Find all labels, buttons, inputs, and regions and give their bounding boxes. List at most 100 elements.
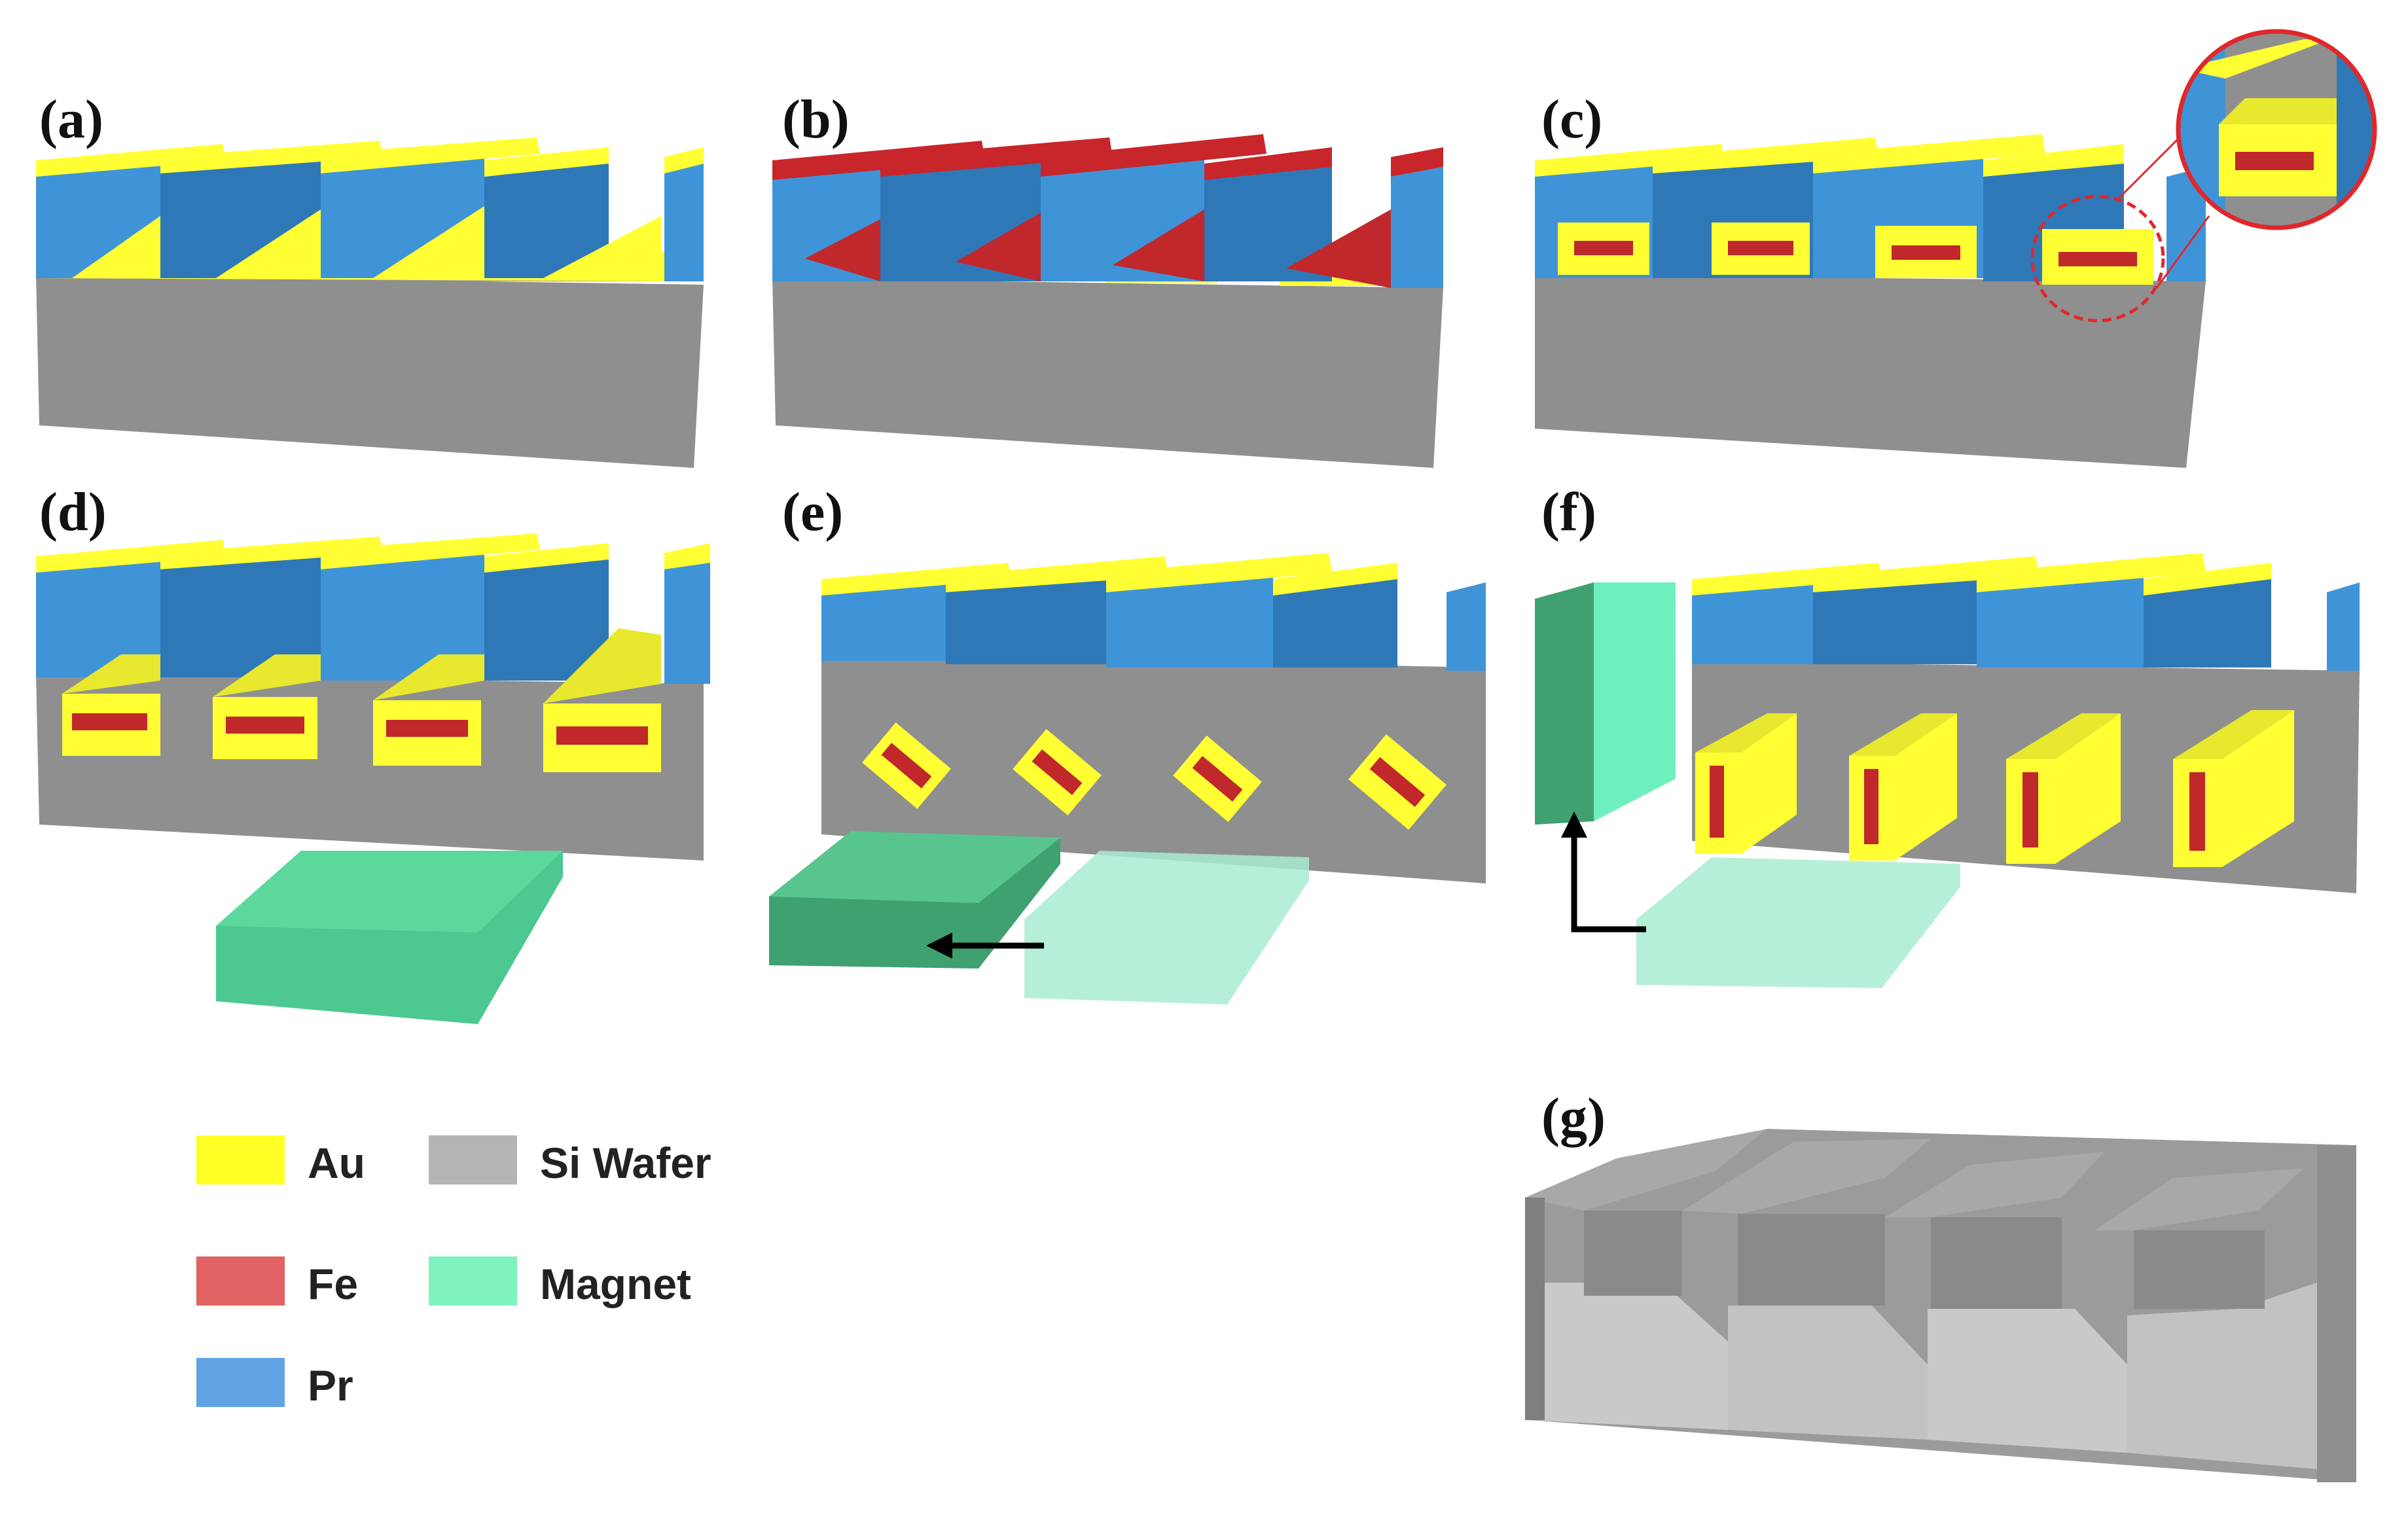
pr-pillar bbox=[1273, 576, 1397, 668]
fe-top-cap bbox=[880, 137, 1113, 177]
au-top-cap bbox=[321, 533, 540, 569]
arrow-head bbox=[1561, 811, 1587, 838]
si-wall-right bbox=[2317, 1145, 2356, 1482]
si-ridge-front bbox=[1584, 1211, 1682, 1296]
si-wafer-front bbox=[821, 654, 1486, 883]
arrow-head bbox=[926, 933, 952, 959]
au-top-cap bbox=[1983, 144, 2124, 177]
si-ridge-front bbox=[2134, 1230, 2265, 1309]
legend-label-si-wafer: Si Wafer bbox=[540, 1139, 711, 1187]
si-wafer-front bbox=[36, 275, 704, 468]
pr-pillar bbox=[1204, 160, 1332, 281]
pr-pillar bbox=[1106, 566, 1273, 668]
pr-pillar bbox=[664, 164, 704, 281]
au-fe-block bbox=[1712, 222, 1810, 275]
pr-pillar bbox=[484, 160, 609, 278]
au-top-cap bbox=[664, 543, 710, 569]
panel-b: (b) bbox=[772, 89, 1443, 468]
legend-swatch-si-wafer bbox=[429, 1135, 517, 1184]
fe-top-cap bbox=[1204, 147, 1332, 180]
panel-label-c: (c) bbox=[1541, 89, 1602, 150]
si-channel bbox=[1928, 1309, 2127, 1453]
au-top-cap bbox=[1692, 563, 1882, 596]
panel-label-g: (g) bbox=[1541, 1087, 1606, 1148]
au-top-cap bbox=[36, 144, 226, 177]
au-fe-block-vertical bbox=[2173, 710, 2294, 867]
au-top-cap bbox=[1813, 556, 2039, 592]
si-ridge-front bbox=[1738, 1214, 1885, 1306]
legend-swatch-magnet bbox=[429, 1256, 517, 1306]
au-slant bbox=[373, 206, 484, 278]
fe-top-cap bbox=[1391, 147, 1443, 177]
fe-slant bbox=[1113, 209, 1204, 281]
si-ridge-front bbox=[1931, 1217, 2062, 1309]
au-top-cap bbox=[946, 556, 1168, 592]
au-fe-block-vertical bbox=[2006, 713, 2121, 864]
panel-label-b: (b) bbox=[782, 89, 850, 150]
au-fe-block-tilted bbox=[862, 722, 951, 809]
fe-slant bbox=[805, 219, 880, 281]
au-fe-block bbox=[543, 628, 661, 772]
legend-swatch-pr bbox=[196, 1358, 285, 1407]
si-wall-left bbox=[1525, 1198, 1545, 1420]
au-top-cap bbox=[160, 141, 383, 173]
au-top-cap bbox=[1273, 563, 1397, 596]
si-ridge bbox=[1885, 1152, 2104, 1217]
pr-pillar bbox=[946, 569, 1106, 664]
au-fe-block-vertical bbox=[1695, 713, 1797, 854]
pr-pillar bbox=[2144, 576, 2271, 668]
au-top-cap bbox=[1977, 553, 2206, 592]
panel-label-d: (d) bbox=[39, 482, 107, 543]
legend-swatch-fe bbox=[196, 1256, 285, 1306]
au-top-cap bbox=[321, 137, 540, 173]
si-channel bbox=[2127, 1283, 2317, 1469]
pr-pillar bbox=[1977, 566, 2144, 668]
magnet-ghost bbox=[1024, 851, 1309, 1005]
panel-d: (d) bbox=[36, 482, 710, 1024]
magnet-top bbox=[216, 851, 563, 933]
panel-c: (c) bbox=[1535, 29, 2377, 468]
au-top-cap bbox=[664, 147, 704, 173]
panel-label-e: (e) bbox=[782, 482, 843, 543]
fe-slant bbox=[956, 213, 1041, 281]
legend-label-pr: Pr bbox=[308, 1361, 353, 1410]
au-fe-block bbox=[213, 654, 321, 759]
au-top-cap bbox=[1653, 137, 1878, 173]
magnet-top bbox=[769, 831, 1060, 903]
fe-slant bbox=[1286, 209, 1391, 288]
magnet-vertical-front bbox=[1594, 582, 1676, 821]
au-top-cap bbox=[821, 563, 1011, 596]
au-top-cap bbox=[2144, 563, 2271, 596]
fe-top-cap bbox=[772, 141, 985, 180]
si-channel bbox=[1528, 1283, 1728, 1430]
panel-a: (a) bbox=[36, 89, 704, 468]
au-fe-block-tilted bbox=[1348, 734, 1447, 830]
pr-pillar bbox=[2327, 582, 2360, 671]
au-slant bbox=[543, 216, 661, 281]
legend-label-au: Au bbox=[308, 1139, 365, 1187]
si-wafer-front bbox=[36, 674, 704, 861]
magnet-ghost bbox=[1636, 857, 1960, 988]
panel-f: (f) bbox=[1535, 482, 2360, 988]
highlight-dashed-circle bbox=[2030, 194, 2165, 323]
au-fe-block-tilted bbox=[1173, 736, 1262, 822]
au-top-cap bbox=[160, 537, 383, 569]
au-top-cap bbox=[1535, 144, 1725, 177]
au-fe-block bbox=[2042, 229, 2153, 285]
au-top-cap bbox=[36, 540, 226, 573]
pr-pillar bbox=[821, 576, 946, 661]
si-channel bbox=[1728, 1306, 1928, 1440]
panel-label-a: (a) bbox=[39, 89, 103, 150]
zoom-connector-line bbox=[2155, 215, 2210, 289]
au-fe-block bbox=[62, 654, 160, 756]
zoom-inset bbox=[2176, 29, 2377, 230]
fe-top-cap bbox=[1041, 134, 1267, 177]
panel-g: (g) bbox=[1525, 1087, 2356, 1482]
direction-arrow bbox=[1571, 831, 1646, 933]
pr-pillar bbox=[2166, 167, 2206, 281]
si-ridge bbox=[1525, 1129, 1767, 1211]
au-fe-block-vertical bbox=[1849, 713, 1957, 861]
si-wafer-front bbox=[772, 278, 1443, 468]
pr-pillar bbox=[1447, 582, 1486, 671]
